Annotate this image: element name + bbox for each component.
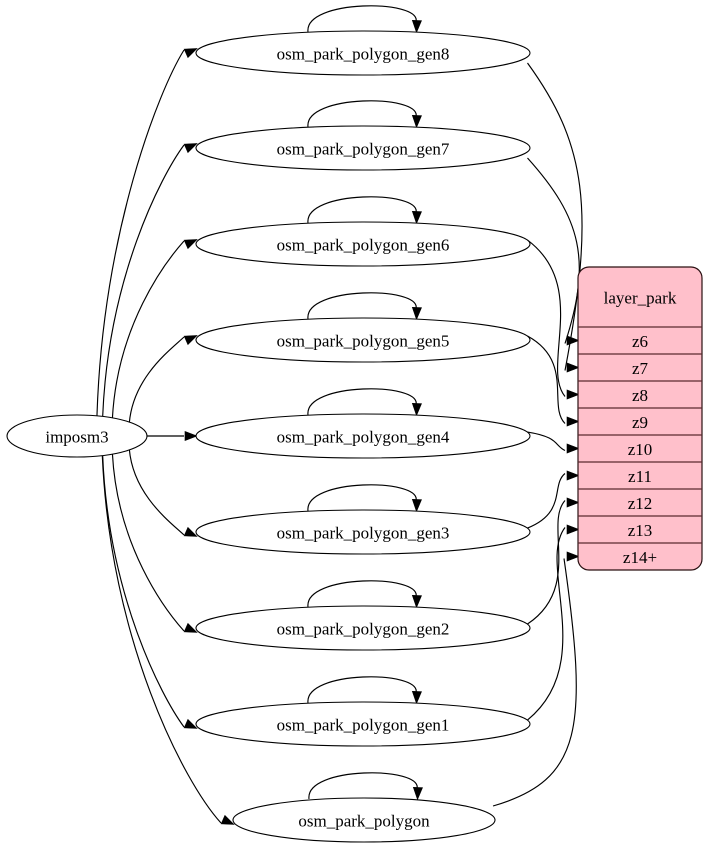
layer-park-row-z9[interactable]: z9 (632, 413, 648, 432)
edge-osm_park_polygon_gen4-to-z10 (527, 431, 566, 452)
node-imposm3-label: imposm3 (45, 428, 108, 447)
self-loop-osm_park_polygon_gen8 (307, 5, 417, 33)
edge-arrow-imposm3-osm_park_polygon_gen5 (183, 335, 198, 346)
edge-arrow-imposm3-osm_park_polygon_gen4 (184, 430, 198, 442)
edge-arrow-osm_park_polygon_gen7-z6 (566, 335, 580, 346)
edge-arrow-imposm3-osm_park_polygon_gen7 (183, 143, 198, 154)
node-osm_park_polygon_gen2-shape (195, 605, 531, 651)
node-osm_park_polygon[interactable]: osm_park_polygon (232, 797, 496, 843)
edge-arrow-imposm3-osm_park_polygon (220, 814, 235, 825)
edge-arrow-osm_park_polygon-z14+ (566, 551, 580, 562)
layer-park-table[interactable]: layer_park z6 z7 z8 z9 z10 z11 z12 z13 z14+ (577, 266, 703, 571)
layer-park-row-z10[interactable]: z10 (628, 440, 653, 459)
node-osm_park_polygon_gen1-shape (195, 701, 531, 747)
edge-arrow-osm_park_polygon_gen4-z10 (566, 443, 580, 454)
edge-imposm3-to-osm_park_polygon_gen3 (128, 449, 185, 536)
layer-park-row-z12[interactable]: z12 (628, 494, 653, 513)
edge-imposm3-to-osm_park_polygon_gen5 (128, 336, 185, 423)
layer-park-row-z14+[interactable]: z14+ (623, 548, 657, 567)
self-loop-osm_park_polygon (308, 772, 418, 800)
layer-park-row-z13[interactable]: z13 (628, 521, 653, 540)
node-osm_park_polygon_gen3-shape (195, 509, 531, 555)
layer-park-row-z6[interactable]: z6 (632, 332, 648, 351)
self-loop-osm_park_polygon_gen1 (307, 676, 417, 704)
node-osm_park_polygon_gen4-shape (195, 413, 531, 459)
edge-imposm3-to-osm_park_polygon_gen7 (102, 144, 185, 417)
edge-arrow-imposm3-osm_park_polygon_gen8 (183, 48, 198, 59)
edge-imposm3-to-osm_park_polygon (101, 455, 222, 824)
node-osm_park_polygon_gen2-label: osm_park_polygon_gen2 (277, 620, 450, 639)
node-osm_park_polygon_gen7[interactable]: osm_park_polygon_gen7 (195, 125, 531, 171)
edge-arrow-imposm3-osm_park_polygon_gen6 (183, 239, 198, 250)
node-osm_park_polygon_gen5-label: osm_park_polygon_gen5 (277, 332, 450, 351)
edge-osm_park_polygon_gen2-to-z12 (527, 500, 566, 625)
edge-imposm3-to-osm_park_polygon_gen8 (96, 49, 185, 417)
self-loop-arrow-osm_park_polygon (412, 787, 423, 801)
edge-osm_park_polygon_gen5-to-z9 (527, 335, 566, 424)
node-imposm3[interactable]: imposm3 (6, 414, 148, 458)
edge-arrow-imposm3-osm_park_polygon_gen3 (183, 526, 198, 537)
edge-imposm3-to-osm_park_polygon_gen2 (111, 453, 185, 632)
edge-osm_park_polygon_gen6-to-z8 (527, 239, 566, 397)
edge-osm_park_polygon_gen1-to-z13 (527, 527, 566, 721)
node-osm_park_polygon_gen7-label: osm_park_polygon_gen7 (277, 140, 450, 159)
node-osm_park_polygon_gen3-label: osm_park_polygon_gen3 (277, 524, 450, 543)
self-loop-arrow-osm_park_polygon_gen2 (411, 595, 422, 609)
self-loop-osm_park_polygon_gen5 (307, 292, 417, 320)
node-osm_park_polygon_gen8-shape (195, 30, 531, 76)
node-osm_park_polygon_gen6-label: osm_park_polygon_gen6 (277, 236, 450, 255)
edges-layer (96, 48, 583, 825)
node-osm_park_polygon_gen3[interactable]: osm_park_polygon_gen3 (195, 509, 531, 555)
edge-arrow-osm_park_polygon_gen3-z11 (566, 470, 580, 481)
node-osm_park_polygon_gen6-shape (195, 221, 531, 267)
edge-imposm3-to-osm_park_polygon_gen1 (102, 455, 185, 728)
edge-arrow-osm_park_polygon_gen8-z7 (566, 362, 580, 373)
node-osm_park_polygon_gen4[interactable]: osm_park_polygon_gen4 (195, 413, 531, 459)
layer-park-header: layer_park (604, 289, 677, 308)
node-osm_park_polygon_gen8[interactable]: osm_park_polygon_gen8 (195, 30, 531, 76)
layer-park-row-z7[interactable]: z7 (632, 359, 649, 378)
edge-osm_park_polygon_gen8-to-z7 (527, 62, 583, 371)
layer-park-body (577, 266, 703, 571)
nodes-layer: imposm3 osm_park_polygon_gen8 osm_park_pol… (6, 30, 531, 843)
node-osm_park_polygon-shape (232, 797, 496, 843)
edge-arrow-imposm3-osm_park_polygon_gen2 (183, 622, 198, 633)
node-osm_park_polygon_gen1[interactable]: osm_park_polygon_gen1 (195, 701, 531, 747)
node-imposm3-shape (6, 414, 148, 458)
node-osm_park_polygon-label: osm_park_polygon (298, 812, 430, 831)
node-osm_park_polygon_gen5[interactable]: osm_park_polygon_gen5 (195, 317, 531, 363)
self-loop-osm_park_polygon_gen3 (307, 484, 417, 512)
self-loops-layer (307, 5, 423, 801)
self-loop-osm_park_polygon_gen6 (307, 196, 417, 224)
layer-park-row-z11[interactable]: z11 (628, 467, 652, 486)
self-loop-arrow-osm_park_polygon_gen7 (411, 115, 422, 129)
node-osm_park_polygon_gen6[interactable]: osm_park_polygon_gen6 (195, 221, 531, 267)
self-loop-osm_park_polygon_gen7 (307, 100, 417, 128)
layer-park-row-z8[interactable]: z8 (632, 386, 648, 405)
edge-imposm3-to-osm_park_polygon_gen6 (111, 240, 185, 419)
self-loop-arrow-osm_park_polygon_gen4 (411, 403, 422, 417)
edge-arrow-osm_park_polygon_gen1-z13 (566, 524, 580, 535)
node-osm_park_polygon_gen4-label: osm_park_polygon_gen4 (277, 428, 450, 447)
self-loop-arrow-osm_park_polygon_gen3 (411, 499, 422, 513)
edge-arrow-imposm3-osm_park_polygon_gen1 (183, 718, 198, 729)
node-osm_park_polygon_gen1-label: osm_park_polygon_gen1 (277, 716, 450, 735)
edge-osm_park_polygon_gen3-to-z11 (527, 473, 566, 529)
edge-osm_park_polygon-to-z14+ (492, 558, 577, 807)
self-loop-osm_park_polygon_gen4 (307, 388, 417, 416)
edge-arrow-osm_park_polygon_gen5-z9 (566, 416, 580, 427)
self-loop-arrow-osm_park_polygon_gen1 (411, 691, 422, 705)
self-loop-arrow-osm_park_polygon_gen8 (411, 20, 422, 34)
edge-arrow-osm_park_polygon_gen2-z12 (566, 497, 580, 508)
edge-osm_park_polygon_gen7-to-z6 (527, 157, 580, 344)
self-loop-arrow-osm_park_polygon_gen6 (411, 211, 422, 225)
node-osm_park_polygon_gen5-shape (195, 317, 531, 363)
node-osm_park_polygon_gen7-shape (195, 125, 531, 171)
node-osm_park_polygon_gen8-label: osm_park_polygon_gen8 (277, 45, 450, 64)
node-osm_park_polygon_gen2[interactable]: osm_park_polygon_gen2 (195, 605, 531, 651)
self-loop-osm_park_polygon_gen2 (307, 580, 417, 608)
self-loop-arrow-osm_park_polygon_gen5 (411, 307, 422, 321)
edge-arrow-osm_park_polygon_gen6-z8 (566, 389, 580, 400)
